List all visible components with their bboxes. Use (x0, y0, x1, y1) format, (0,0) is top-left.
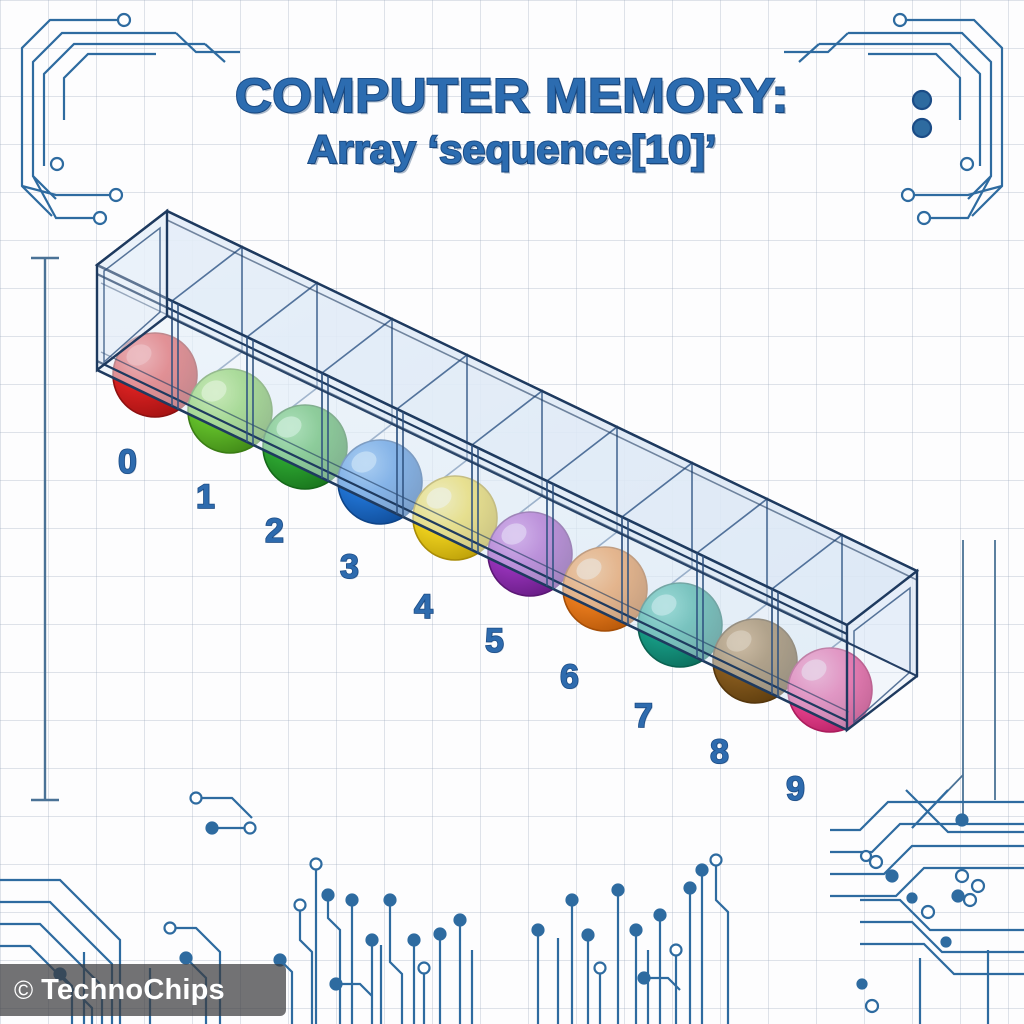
watermark-badge: © TechnoChips (0, 964, 286, 1016)
top-left-circuit-trace (20, 12, 240, 226)
copyright-icon: © (14, 974, 34, 1005)
array-index-8: 8 (709, 732, 730, 772)
array-index-4: 4 (413, 587, 434, 627)
array-index-9: 9 (785, 769, 806, 809)
array-index-1: 1 (195, 477, 216, 517)
array-index-3: 3 (339, 547, 360, 587)
array-index-6: 6 (559, 657, 580, 697)
array-index-5: 5 (484, 621, 505, 661)
bottom-right-circuit-bus (830, 789, 1024, 1024)
watermark-text: TechnoChips (41, 973, 225, 1006)
bottom-circuit-field (273, 853, 730, 1024)
array-index-2: 2 (264, 511, 285, 551)
array-index-7: 7 (633, 696, 654, 736)
array-container-front (95, 208, 919, 733)
top-right-circuit-trace (784, 12, 1004, 226)
left-dimension-line (31, 256, 59, 802)
array-index-0: 0 (117, 442, 138, 482)
